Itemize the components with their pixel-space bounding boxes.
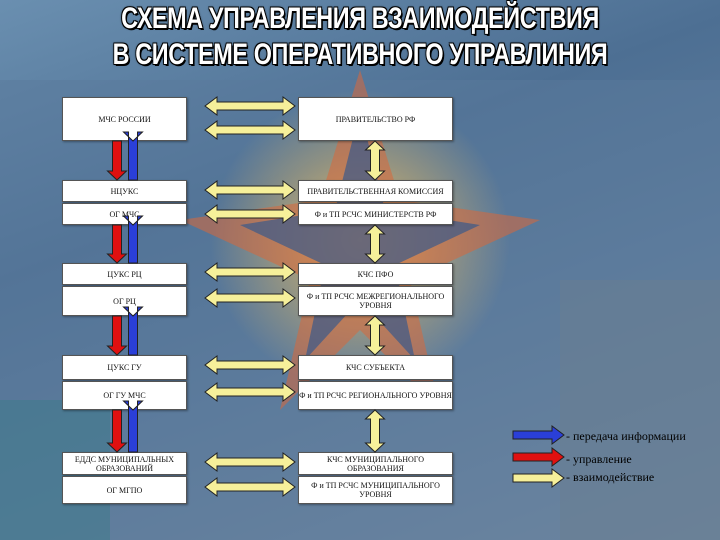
interaction-arrow-1b [204,204,296,224]
control-arrow-3 [106,409,128,453]
box-ncuks: НЦУКС [62,180,187,202]
info-arrow-3 [122,400,144,453]
box-cuks-gu: ЦУКС ГУ [62,355,187,380]
interaction-arrow-4b [204,477,296,497]
interaction-arrow-1 [204,180,296,200]
interaction-arrow-2b [204,288,296,308]
interaction-arrow-0 [204,96,296,116]
legend-label-control: - управление [566,452,632,466]
box-og-mgpo: ОГ МГПО [62,476,187,504]
box-ftp-regional: Ф и ТП РСЧС РЕГИОНАЛЬНОГО УРОВНЯ [298,381,453,410]
box-edds: ЕДДС МУНИЦИПАЛЬНЫХ ОБРАЗОВАНИЙ [62,452,187,475]
info-arrow-2 [122,306,144,356]
control-arrow-1 [106,224,128,264]
box-og-rc: ОГ РЦ [62,286,187,316]
control-arrow-2 [106,315,128,356]
interaction-arrow-3b [204,382,296,402]
box-government-rf: ПРАВИТЕЛЬСТВО РФ [298,97,453,141]
box-ftp-municipal: Ф и ТП РСЧС МУНИЦИПАЛЬНОГО УРОВНЯ [298,476,453,504]
box-kchs-municipal: КЧС МУНИЦИПАЛЬНОГО ОБРАЗОВАНИЯ [298,452,453,475]
interaction-arrow-2 [204,262,296,282]
box-og-gu-mchs: ОГ ГУ МЧС [62,381,187,410]
box-og-mchs: ОГ МЧС [62,203,187,225]
interaction-arrow-4 [204,452,296,472]
interaction-arrow-0b [204,120,296,140]
legend-label-info: - передача информации [566,429,686,443]
box-gov-commission: ПРАВИТЕЛЬСТВЕННАЯ КОМИССИЯ [298,180,453,202]
info-arrow-0 [122,131,144,181]
legend-label-interaction: - взаимодействие [566,470,655,484]
vertical-interaction-arrow-0 [364,140,386,181]
box-ftp-interregional: Ф и ТП РСЧС МЕЖРЕГИОНАЛЬНОГО УРОВНЯ [298,286,453,316]
control-arrow-0 [106,140,128,181]
legend-arrow-info [512,425,565,445]
legend-arrow-interaction [512,468,565,488]
legend-arrow-control [512,447,565,467]
box-kchs-pfo: КЧС ПФО [298,263,453,285]
box-cuks-rc: ЦУКС РЦ [62,263,187,285]
vertical-interaction-arrow-2 [364,315,386,356]
vertical-interaction-arrow-1 [364,224,386,264]
box-ftp-ministries: Ф и ТП РСЧС МИНИСТЕРСТВ РФ [298,203,453,225]
info-arrow-1 [122,215,144,264]
box-kchs-subject: КЧС СУБЪЕКТА [298,355,453,380]
diagram-title-line2: В СИСТЕМЕ ОПЕРАТИВНОГО УПРАВЛИНИЯ [112,38,608,71]
box-mchs-russia: МЧС РОССИИ [62,97,187,141]
diagram-title-line1: СХЕМА УПРАВЛЕНИЯ ВЗАИМОДЕЙСТВИЯ [121,2,599,35]
interaction-arrow-3 [204,355,296,375]
vertical-interaction-arrow-3 [364,409,386,453]
